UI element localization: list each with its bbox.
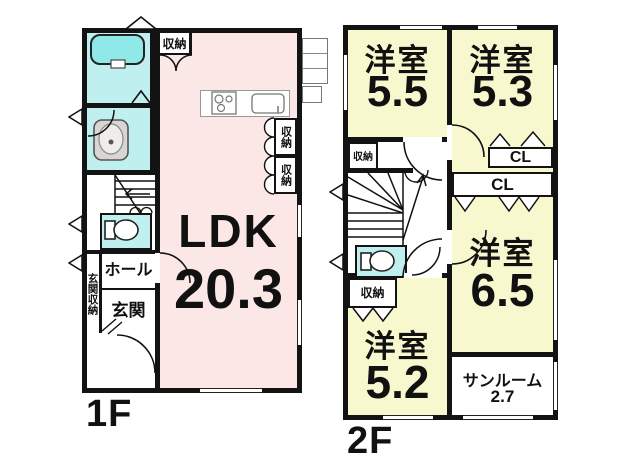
room-yoshitsu-6-5 bbox=[452, 197, 553, 352]
storage-right-1: 収納 bbox=[274, 118, 297, 156]
casement-window-icon bbox=[329, 253, 344, 272]
ldk-size: 20.3 bbox=[174, 257, 283, 320]
room-5-5-name: 洋室 bbox=[364, 43, 431, 78]
window-top-1 bbox=[400, 25, 442, 30]
sunroom bbox=[452, 357, 553, 415]
window-right-3 bbox=[553, 362, 558, 410]
window-right-2 bbox=[297, 300, 302, 345]
entrance-storage: 玄関収納 bbox=[87, 254, 102, 333]
entrance-label: 玄関 bbox=[111, 301, 146, 320]
hall bbox=[102, 254, 155, 288]
bathroom bbox=[87, 33, 150, 103]
casement-window-icon bbox=[68, 108, 83, 127]
storage-lower-2f: 収納 bbox=[348, 278, 397, 308]
ldk-label: LDK bbox=[178, 205, 279, 257]
sunroom-name: サンルーム bbox=[462, 373, 543, 390]
bay-window-icon bbox=[302, 38, 328, 84]
room-yoshitsu-5-5 bbox=[348, 30, 447, 137]
storage-lower-2f-label: 収納 bbox=[360, 286, 385, 300]
storage-upper-2f: 収納 bbox=[348, 142, 378, 170]
floor2-label: 2F bbox=[347, 420, 394, 462]
window-top-2 bbox=[478, 25, 517, 30]
room-5-5-size: 5.5 bbox=[366, 67, 429, 116]
casement-window-icon bbox=[329, 183, 344, 202]
room-6-5-size: 6.5 bbox=[470, 264, 535, 316]
kitchen-counter bbox=[200, 90, 290, 117]
closet-1-label: CL bbox=[509, 149, 532, 166]
storage-right-2-label: 収納 bbox=[279, 164, 292, 186]
window-bottom bbox=[200, 388, 262, 393]
bay-vent-icon bbox=[125, 16, 157, 30]
hall-label: ホール bbox=[104, 262, 153, 279]
sunroom-size: 2.7 bbox=[490, 387, 515, 406]
window-right-1 bbox=[297, 205, 302, 237]
window-right-1 bbox=[553, 65, 558, 120]
window-icon bbox=[302, 86, 322, 103]
door-opening bbox=[447, 230, 452, 264]
window-bottom-1 bbox=[383, 415, 433, 420]
room-5-3-name: 洋室 bbox=[469, 43, 536, 78]
storage-top-label: 収納 bbox=[162, 37, 187, 51]
door-opening bbox=[407, 249, 412, 275]
casement-window-icon bbox=[68, 215, 83, 234]
door-opening bbox=[447, 125, 452, 160]
toilet-room-1f bbox=[100, 213, 152, 250]
closet-1: CL bbox=[488, 147, 553, 168]
window-left bbox=[343, 55, 348, 110]
closet-2-label: CL bbox=[491, 175, 514, 194]
window-bottom-2 bbox=[463, 415, 533, 420]
storage-right-2: 収納 bbox=[274, 156, 297, 194]
washroom bbox=[87, 108, 150, 170]
casement-window-icon bbox=[68, 254, 83, 273]
closet-2: CL bbox=[452, 172, 553, 197]
room-5-2-name: 洋室 bbox=[364, 329, 431, 364]
door-opening bbox=[403, 137, 442, 142]
entrance-storage-label: 玄関収納 bbox=[86, 272, 99, 315]
floor-plan-2f: CL CL 収納 収納 洋室 5.5 洋室 5.3 洋室 6.5 洋室 5.2 … bbox=[343, 25, 558, 420]
storage-top: 収納 bbox=[160, 33, 192, 55]
door-opening bbox=[155, 253, 160, 283]
entrance-porch bbox=[87, 333, 155, 388]
wall bbox=[343, 168, 413, 173]
room-5-2-size: 5.2 bbox=[365, 356, 430, 408]
toilet-room-2f bbox=[355, 245, 407, 278]
floor-plan-1f: 玄関収納 収納 収納 収納 ホール 玄関 LDK 20.3 bbox=[82, 28, 302, 393]
storage-upper-2f-label: 収納 bbox=[353, 152, 373, 163]
room-5-3-size: 5.3 bbox=[471, 67, 534, 116]
floor1-label: 1F bbox=[86, 393, 133, 435]
storage-right-1-label: 収納 bbox=[279, 126, 292, 148]
window-right-2 bbox=[553, 260, 558, 340]
